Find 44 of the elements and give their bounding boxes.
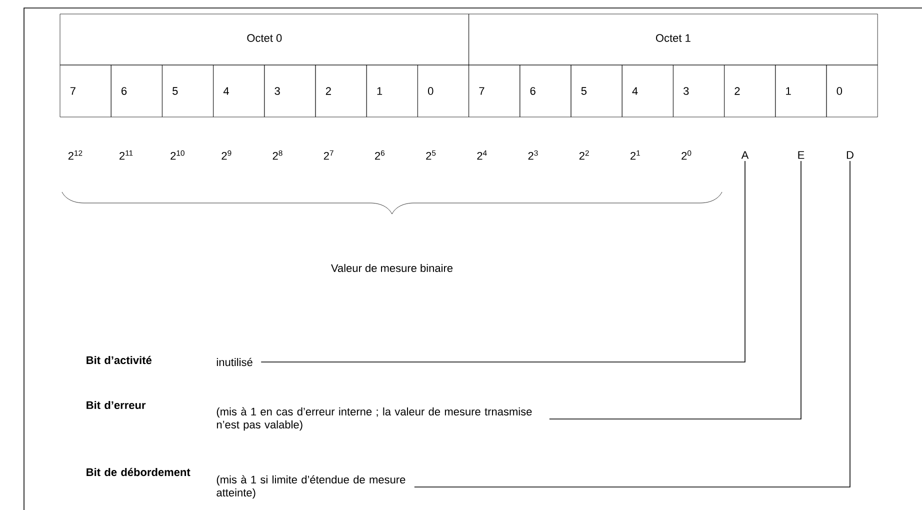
bit-weight: 2$^{0}$ (682, 150, 692, 160)
bit-letter: E (798, 151, 804, 159)
bit-weight: 2$^{10}$ (170, 150, 184, 160)
bit-weight: 2$^{12}$ (68, 150, 82, 160)
table-cell: 1 (366, 64, 418, 118)
row-title: Bit de débordement (86, 468, 190, 476)
bit-description: (mis à 1 si limite d’étendue de mesure atteinte) (216, 475, 406, 499)
table-cell: 6 (110, 64, 162, 118)
table-cell: 2 (315, 64, 367, 118)
table-cell: 7 (468, 64, 520, 118)
table-cell: 4 (622, 64, 674, 118)
table-cell: 5 (570, 64, 622, 118)
bit-weight: 2$^{3}$ (528, 150, 538, 160)
table-cell: 6 (520, 64, 572, 118)
bit-weight: 2$^{6}$ (375, 150, 385, 160)
table-cell: 2 (724, 64, 776, 118)
bit-weight: 2$^{1}$ (630, 150, 640, 160)
row-title: Bit d’erreur (86, 400, 146, 410)
leader-line (414, 160, 850, 488)
table-cell: 0 (418, 64, 469, 118)
bit-description: inutilisé (216, 358, 252, 366)
bit-weight: 2$^{8}$ (272, 150, 282, 160)
table-header-cell: Octet 1 (468, 14, 878, 66)
bit-weight: 2$^{9}$ (222, 150, 232, 160)
bit-weight: 2$^{11}$ (120, 150, 133, 160)
bit-letter: D (846, 151, 854, 159)
table-cell: 3 (264, 64, 316, 118)
leader-line (260, 160, 746, 362)
table-cell: 7 (60, 64, 112, 118)
row-title: Bit d’activité (86, 356, 152, 364)
bit-description: (mis à 1 en cas d’erreur interne ; la valeur de mesure trnasmise n’est pas valable) (216, 407, 532, 431)
table-cell: 1 (775, 64, 827, 118)
bit-weight: 2$^{5}$ (426, 150, 436, 160)
bit-letter: A (741, 151, 749, 159)
leader-line (549, 160, 802, 420)
table-cell: 3 (673, 64, 724, 118)
brace-label: Valeur de mesure binaire (331, 264, 453, 272)
table-cell: 4 (213, 64, 265, 118)
bit-weight: 2$^{4}$ (477, 150, 487, 160)
bit-weight: 2$^{7}$ (324, 150, 334, 160)
bit-weight: 2$^{2}$ (579, 150, 589, 160)
table-header-cell: Octet 0 (60, 14, 469, 66)
table-cell: 0 (826, 64, 878, 118)
table-cell: 5 (162, 64, 214, 118)
